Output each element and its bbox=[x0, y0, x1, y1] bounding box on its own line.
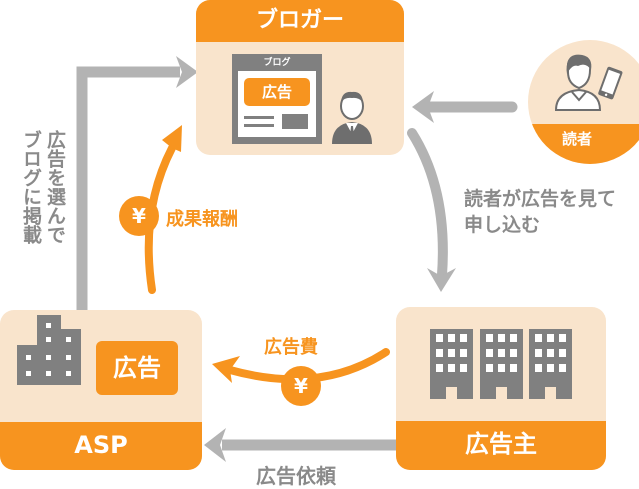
image-block-icon bbox=[282, 114, 308, 129]
label-select-ad: 広告を選んで bbox=[44, 130, 66, 244]
label-ad-fee: 広告費 bbox=[264, 337, 318, 358]
blogger-title: ブロガー bbox=[196, 0, 404, 42]
label-ad-request: 広告依頼 bbox=[256, 464, 336, 488]
arrow-advertiser-to-asp-request bbox=[204, 428, 398, 462]
blog-window-icon: ブログ 広告 bbox=[232, 54, 322, 144]
office-building-icon bbox=[17, 315, 81, 385]
blog-ad-badge: 広告 bbox=[244, 78, 310, 106]
yen-icon-ad-fee: ¥ bbox=[281, 366, 321, 406]
arrow-asp-to-blogger bbox=[76, 56, 198, 310]
office-buildings-icon bbox=[430, 329, 572, 399]
blog-window-body: 広告 bbox=[238, 71, 316, 137]
text-line-icon bbox=[244, 116, 274, 119]
blog-window-title: ブログ bbox=[263, 58, 291, 68]
reader-title: 読者 bbox=[528, 124, 639, 164]
arrow-blogger-to-advertiser bbox=[407, 128, 456, 292]
yen-icon-reward: ¥ bbox=[119, 196, 159, 236]
label-post-on-blog: ブログに掲載 bbox=[20, 130, 42, 244]
asp-ad-badge: 広告 bbox=[96, 341, 178, 395]
reader-with-phone-icon bbox=[554, 54, 623, 111]
text-line-icon bbox=[244, 124, 274, 127]
advertiser-node: 広告主 bbox=[396, 307, 606, 470]
businessman-icon bbox=[332, 91, 372, 144]
blogger-node: ブロガー ブログ 広告 bbox=[196, 0, 404, 155]
label-reader-applies-line2: 申し込む bbox=[464, 214, 541, 236]
reader-node: 読者 bbox=[528, 40, 639, 164]
label-reward: 成果報酬 bbox=[166, 209, 238, 230]
asp-title: ASP bbox=[0, 422, 202, 470]
label-reader-applies-line1: 読者が広告を見て bbox=[464, 188, 617, 210]
advertiser-title: 広告主 bbox=[396, 421, 606, 470]
asp-node: 広告 ASP bbox=[0, 310, 202, 470]
arrow-reader-to-blogger bbox=[412, 91, 518, 123]
